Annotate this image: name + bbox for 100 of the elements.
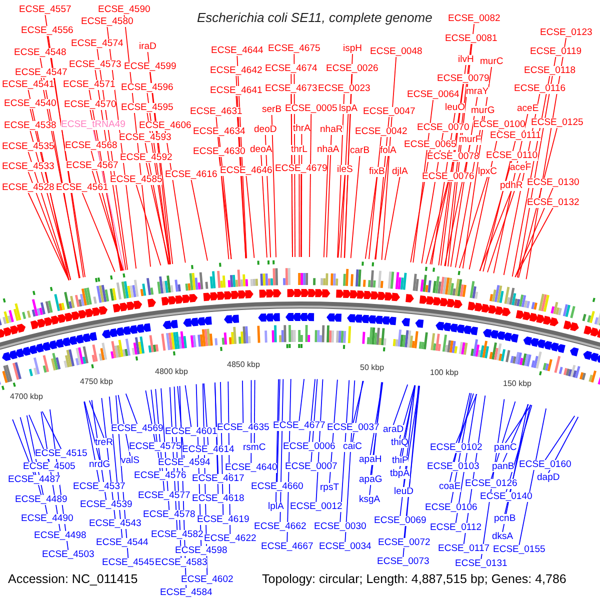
- gene-label: thrL: [291, 145, 308, 154]
- leader-line: [190, 179, 208, 262]
- gene-label: lspA: [339, 104, 358, 114]
- gene-label: panB: [492, 462, 514, 472]
- leader-line: [28, 171, 70, 281]
- gene-label: murF: [459, 135, 482, 144]
- gene-label: ECSE_0073: [377, 557, 430, 566]
- leader-line: [352, 380, 364, 424]
- gene-label: ECSE_0006: [283, 442, 336, 452]
- gene-label: ECSE_0126: [465, 479, 518, 488]
- gene-label: tbpA: [390, 469, 410, 478]
- gene-label: ECSE_4489: [15, 495, 68, 504]
- leader-line: [338, 174, 346, 258]
- gene-label: ECSE_4641: [210, 86, 262, 96]
- leader-line: [42, 410, 62, 450]
- leader-line: [375, 116, 390, 260]
- leader-line: [399, 384, 416, 470]
- gene-label: ileS: [337, 165, 353, 174]
- gene-label: aceE: [517, 104, 539, 114]
- gene-label: treR: [95, 438, 113, 448]
- scale-label: 50 kbp: [360, 364, 384, 372]
- gene-label: ECSE_4487: [8, 475, 60, 484]
- leader-line: [264, 134, 271, 258]
- leader-line: [487, 172, 522, 273]
- gene-label: ECSE_0131: [455, 559, 508, 568]
- leader-line: [502, 404, 529, 462]
- gene-label: ECSE_4617: [192, 474, 244, 484]
- leader-line: [490, 401, 516, 480]
- gene-label: ECSE_0037: [327, 423, 380, 432]
- gene-label: dapD: [537, 473, 560, 482]
- leader-line: [364, 176, 378, 260]
- gene-label: ECSE_4677: [273, 421, 326, 430]
- gene-label: ECSE_4571: [63, 80, 116, 90]
- leader-line: [544, 415, 576, 460]
- gene-label: ECSE_0026: [326, 64, 378, 74]
- leader-line: [350, 155, 360, 259]
- gene-label: ECSE_4594: [158, 458, 210, 468]
- leader-line: [430, 161, 454, 265]
- leader-line: [326, 134, 332, 258]
- gene-label: serB: [262, 105, 282, 114]
- gene-label: ECSE_0030: [314, 522, 366, 532]
- gene-label: ECSE_0106: [425, 503, 478, 512]
- gene-label: ECSE_4596: [121, 83, 174, 92]
- gene-label: ECSE_4601: [165, 427, 218, 436]
- gene-label: ispH: [343, 44, 362, 54]
- scale-label: 100 kbp: [430, 369, 458, 377]
- diagram-title: Escherichia coli SE11, complete genome: [197, 11, 432, 24]
- leader-line: [298, 378, 305, 422]
- gene-label: ECSE_4561: [56, 183, 108, 192]
- gene-label: ECSE_4515: [35, 449, 88, 458]
- leader-line: [456, 394, 478, 444]
- gene-label: ECSE_0047: [363, 107, 416, 116]
- leader-line: [482, 140, 516, 272]
- gene-label: ECSE_0102: [430, 443, 482, 452]
- gene-label: ECSE_0117: [438, 544, 490, 554]
- gene-label: lplA: [268, 502, 284, 512]
- leader-line: [309, 113, 312, 258]
- gene-label: djlA: [392, 167, 408, 176]
- leader-line: [400, 384, 416, 516]
- leader-line: [82, 192, 116, 272]
- gene-label: aceF: [510, 163, 532, 172]
- gene-label: ECSE_0069: [374, 516, 426, 526]
- gene-label: ECSE_4602: [181, 575, 234, 584]
- gene-label: ECSE_4614: [182, 445, 234, 454]
- gene-label: ECSE_4590: [98, 5, 150, 14]
- leader-line: [403, 385, 420, 488]
- gene-label: leuO: [445, 103, 466, 112]
- gene-label: nrdG: [89, 460, 110, 470]
- gene-label: ECSE_4568: [65, 141, 118, 150]
- leader-line: [301, 133, 302, 258]
- leader-line: [368, 136, 382, 260]
- leader-line: [384, 176, 400, 261]
- leader-line: [425, 181, 449, 264]
- gene-label: ECSE_4646: [220, 166, 272, 176]
- gene-label: ECSE_4505: [23, 462, 76, 472]
- gene-label: ECSE_4644: [211, 46, 264, 56]
- gene-label: ECSE_0116: [514, 84, 566, 94]
- gene-label: ECSE_4667: [261, 542, 314, 552]
- gene-label: pdhR: [500, 181, 523, 190]
- gene-label: ECSE_0023: [318, 84, 370, 94]
- gene-label: ECSE_4537: [73, 482, 126, 492]
- leader-line: [374, 155, 389, 260]
- leader-line: [340, 113, 349, 258]
- gene-label: ECSE_0103: [427, 462, 480, 472]
- gene-label: iraD: [139, 42, 156, 52]
- leader-line: [462, 66, 492, 269]
- gene-label: ECSE_4584: [160, 588, 212, 598]
- gene-label: thrA: [293, 124, 310, 134]
- gene-label: ECSE_0065: [404, 140, 456, 150]
- gene-label: ECSE_4503: [42, 550, 94, 560]
- gene-label: ECSE_4631: [190, 107, 242, 116]
- gene-label: ECSE_4535: [2, 142, 54, 152]
- gene-label: nhaR: [320, 125, 343, 134]
- gene-label: ECSE_0100: [473, 120, 526, 130]
- gene-label: coaE: [439, 482, 461, 492]
- gene-label: ECSE_0110: [486, 151, 538, 160]
- gene-label: ECSE_4533: [2, 162, 54, 172]
- gene-label: folA: [380, 146, 396, 156]
- gene-label: rpsT: [320, 483, 339, 492]
- gene-label: ECSE_4498: [34, 531, 86, 540]
